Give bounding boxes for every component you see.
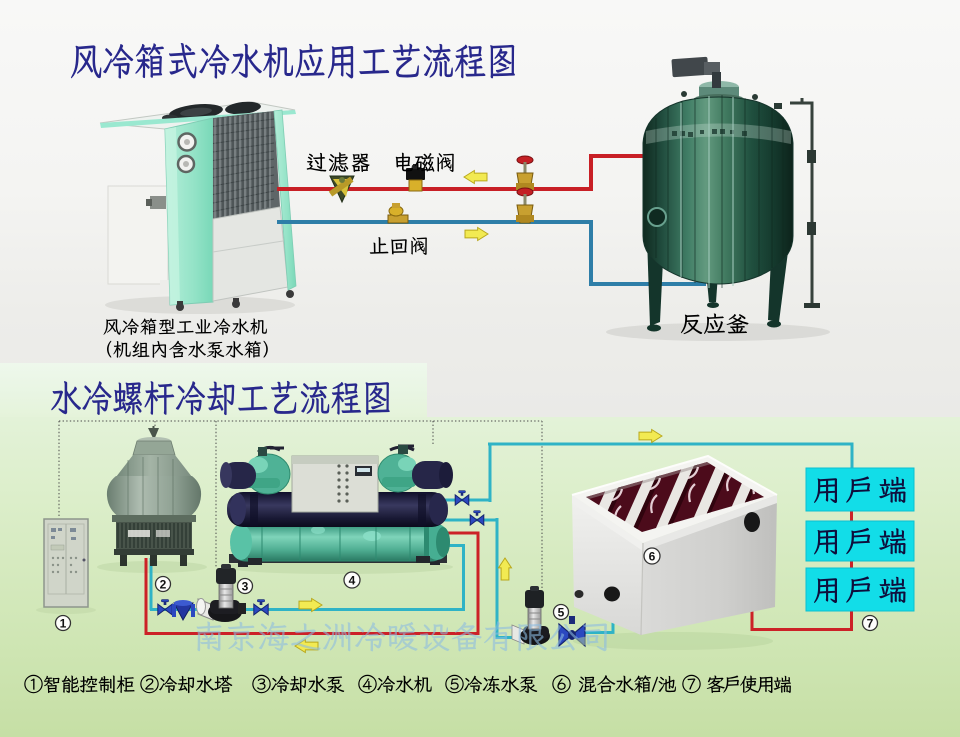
svg-text:3: 3 <box>242 579 249 593</box>
svg-text:7: 7 <box>867 616 874 630</box>
svg-text:1: 1 <box>60 616 67 630</box>
svg-text:6: 6 <box>649 549 656 563</box>
svg-text:4: 4 <box>349 573 356 587</box>
svg-text:5: 5 <box>558 605 565 619</box>
svg-text:2: 2 <box>160 577 167 591</box>
